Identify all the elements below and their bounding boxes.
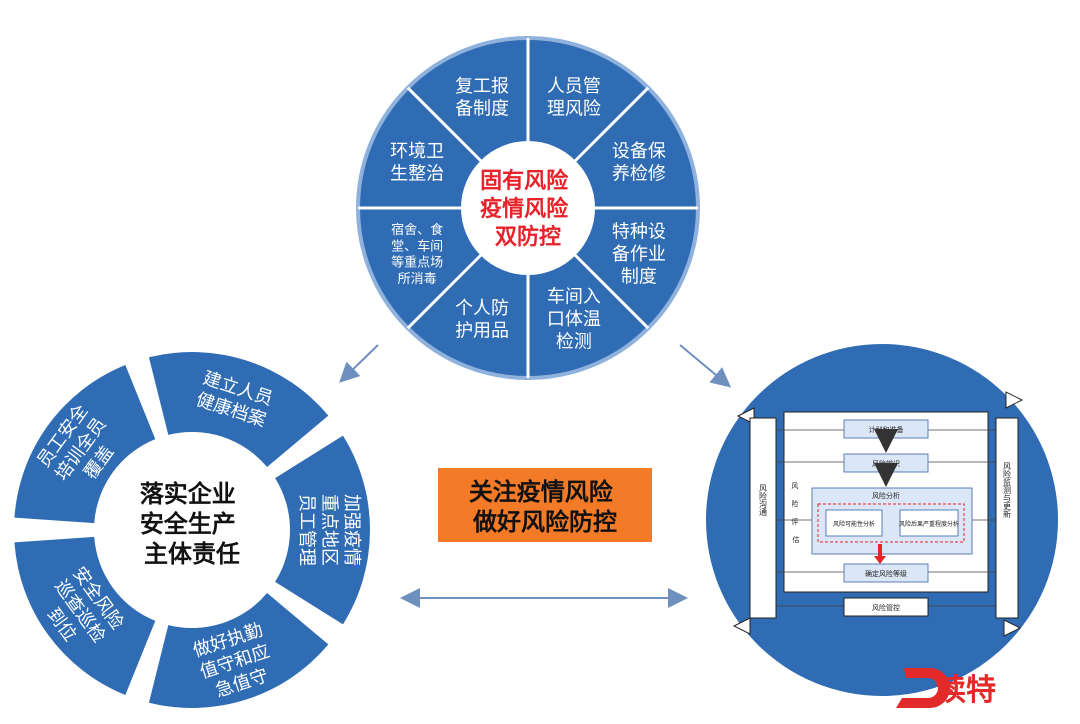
flow-right-bar bbox=[995, 417, 1019, 619]
top-wheel-spokes bbox=[358, 38, 698, 378]
flow-connectors bbox=[776, 429, 996, 607]
left-ring-segment-label: 加强疫情重点地区员工管理 bbox=[296, 494, 362, 566]
top-wheel-spoke bbox=[574, 254, 650, 330]
middle-box-bg bbox=[438, 468, 652, 542]
flow-analysis-dashed bbox=[817, 503, 965, 543]
flow-step-identify-text: 风险辨识 bbox=[872, 459, 900, 468]
top-wheel-segment-label: 特种设备作业制度 bbox=[612, 222, 666, 288]
flow-sub-likelihood bbox=[825, 509, 883, 537]
flow-sub-severity-text: 风险后果严重程度分析 bbox=[899, 520, 959, 528]
flow-right-bar-text: 风险监测与更新 bbox=[1003, 462, 1012, 519]
top-wheel-center bbox=[461, 141, 595, 275]
top-wheel-segment-label: 环境卫生整治 bbox=[390, 141, 444, 185]
left-ring-center-text: 落实企业 安全生产 主体责任 bbox=[140, 480, 244, 568]
top-wheel-segment-label: 设备保养检修 bbox=[612, 141, 666, 185]
left-ring-segment bbox=[148, 352, 329, 468]
left-ring-segments bbox=[14, 352, 370, 708]
top-wheel-segment-label: 个人防护用品 bbox=[455, 298, 509, 342]
top-wheel-segment-label: 人员管理风险 bbox=[547, 76, 601, 120]
left-ring-segment bbox=[148, 592, 329, 708]
top-wheel-center-text: 固有风险 疫情风险 双防控 bbox=[480, 168, 576, 250]
flow-sub-severity bbox=[899, 509, 959, 537]
left-ring-segment bbox=[14, 536, 156, 696]
left-ring-segment bbox=[275, 435, 370, 625]
flow-step-level-text: 确定风险等级 bbox=[865, 569, 907, 578]
flow-step-plan-text: 计划和准备 bbox=[869, 425, 904, 434]
top-wheel-spoke bbox=[406, 86, 482, 162]
middle-box: 关注疫情风险 做好风险防控 bbox=[438, 468, 652, 542]
flow-arrow-red-head bbox=[874, 556, 886, 564]
flow-corner-br bbox=[1003, 619, 1022, 637]
flow-step-control-text: 风险管控 bbox=[872, 603, 900, 612]
flow-left-bar bbox=[749, 417, 777, 619]
top-wheel-spoke bbox=[574, 86, 650, 162]
middle-box-text: 关注疫情风险 做好风险防控 bbox=[469, 478, 621, 536]
right-flow: 风险沟通 风险监测与更新 计划和准备 风险辨识 风险分析 风险可能 bbox=[706, 344, 1058, 696]
logo-text: 读特 bbox=[936, 673, 996, 708]
flow-step-analysis-text: 风险分析 bbox=[872, 491, 900, 500]
top-wheel: 固有风险 疫情风险 双防控 人员管理风险设备保养检修特种设备作业制度车间入口体温… bbox=[356, 36, 700, 380]
top-wheel-segment-label: 宿舍、食堂、车间等重点场所消毒 bbox=[391, 222, 443, 287]
arrow-top-to-left bbox=[339, 344, 379, 383]
flow-left-bar-text: 风险沟通 bbox=[759, 484, 768, 517]
top-wheel-spoke bbox=[406, 254, 482, 330]
logo-mark bbox=[896, 668, 950, 708]
flow-corner-tr bbox=[1005, 391, 1024, 409]
left-ring-label-group: 加强疫情重点地区员工管理 bbox=[296, 494, 362, 566]
left-ring-segment bbox=[14, 364, 156, 524]
flow-sub-likelihood-text: 风险可能性分析 bbox=[833, 520, 875, 528]
top-wheel-segment-label: 复工报备制度 bbox=[455, 76, 509, 120]
top-wheel-segment-label: 车间入口体温检测 bbox=[547, 287, 601, 353]
top-wheel-labels: 人员管理风险设备保养检修特种设备作业制度车间入口体温检测个人防护用品宿舍、食堂、… bbox=[390, 76, 666, 352]
arrow-top-to-right bbox=[679, 344, 732, 388]
flow-step-level bbox=[843, 563, 929, 583]
flow-corner-bl bbox=[732, 617, 751, 635]
dute-logo: 读特 bbox=[896, 668, 996, 708]
flow-mid-label: 风 险 评 估 bbox=[791, 482, 800, 544]
left-ring: 落实企业 安全生产 主体责任 建立人员健康档案加强疫情重点地区员工管理做好执勤值… bbox=[14, 352, 370, 708]
flow-step-control bbox=[843, 597, 929, 617]
